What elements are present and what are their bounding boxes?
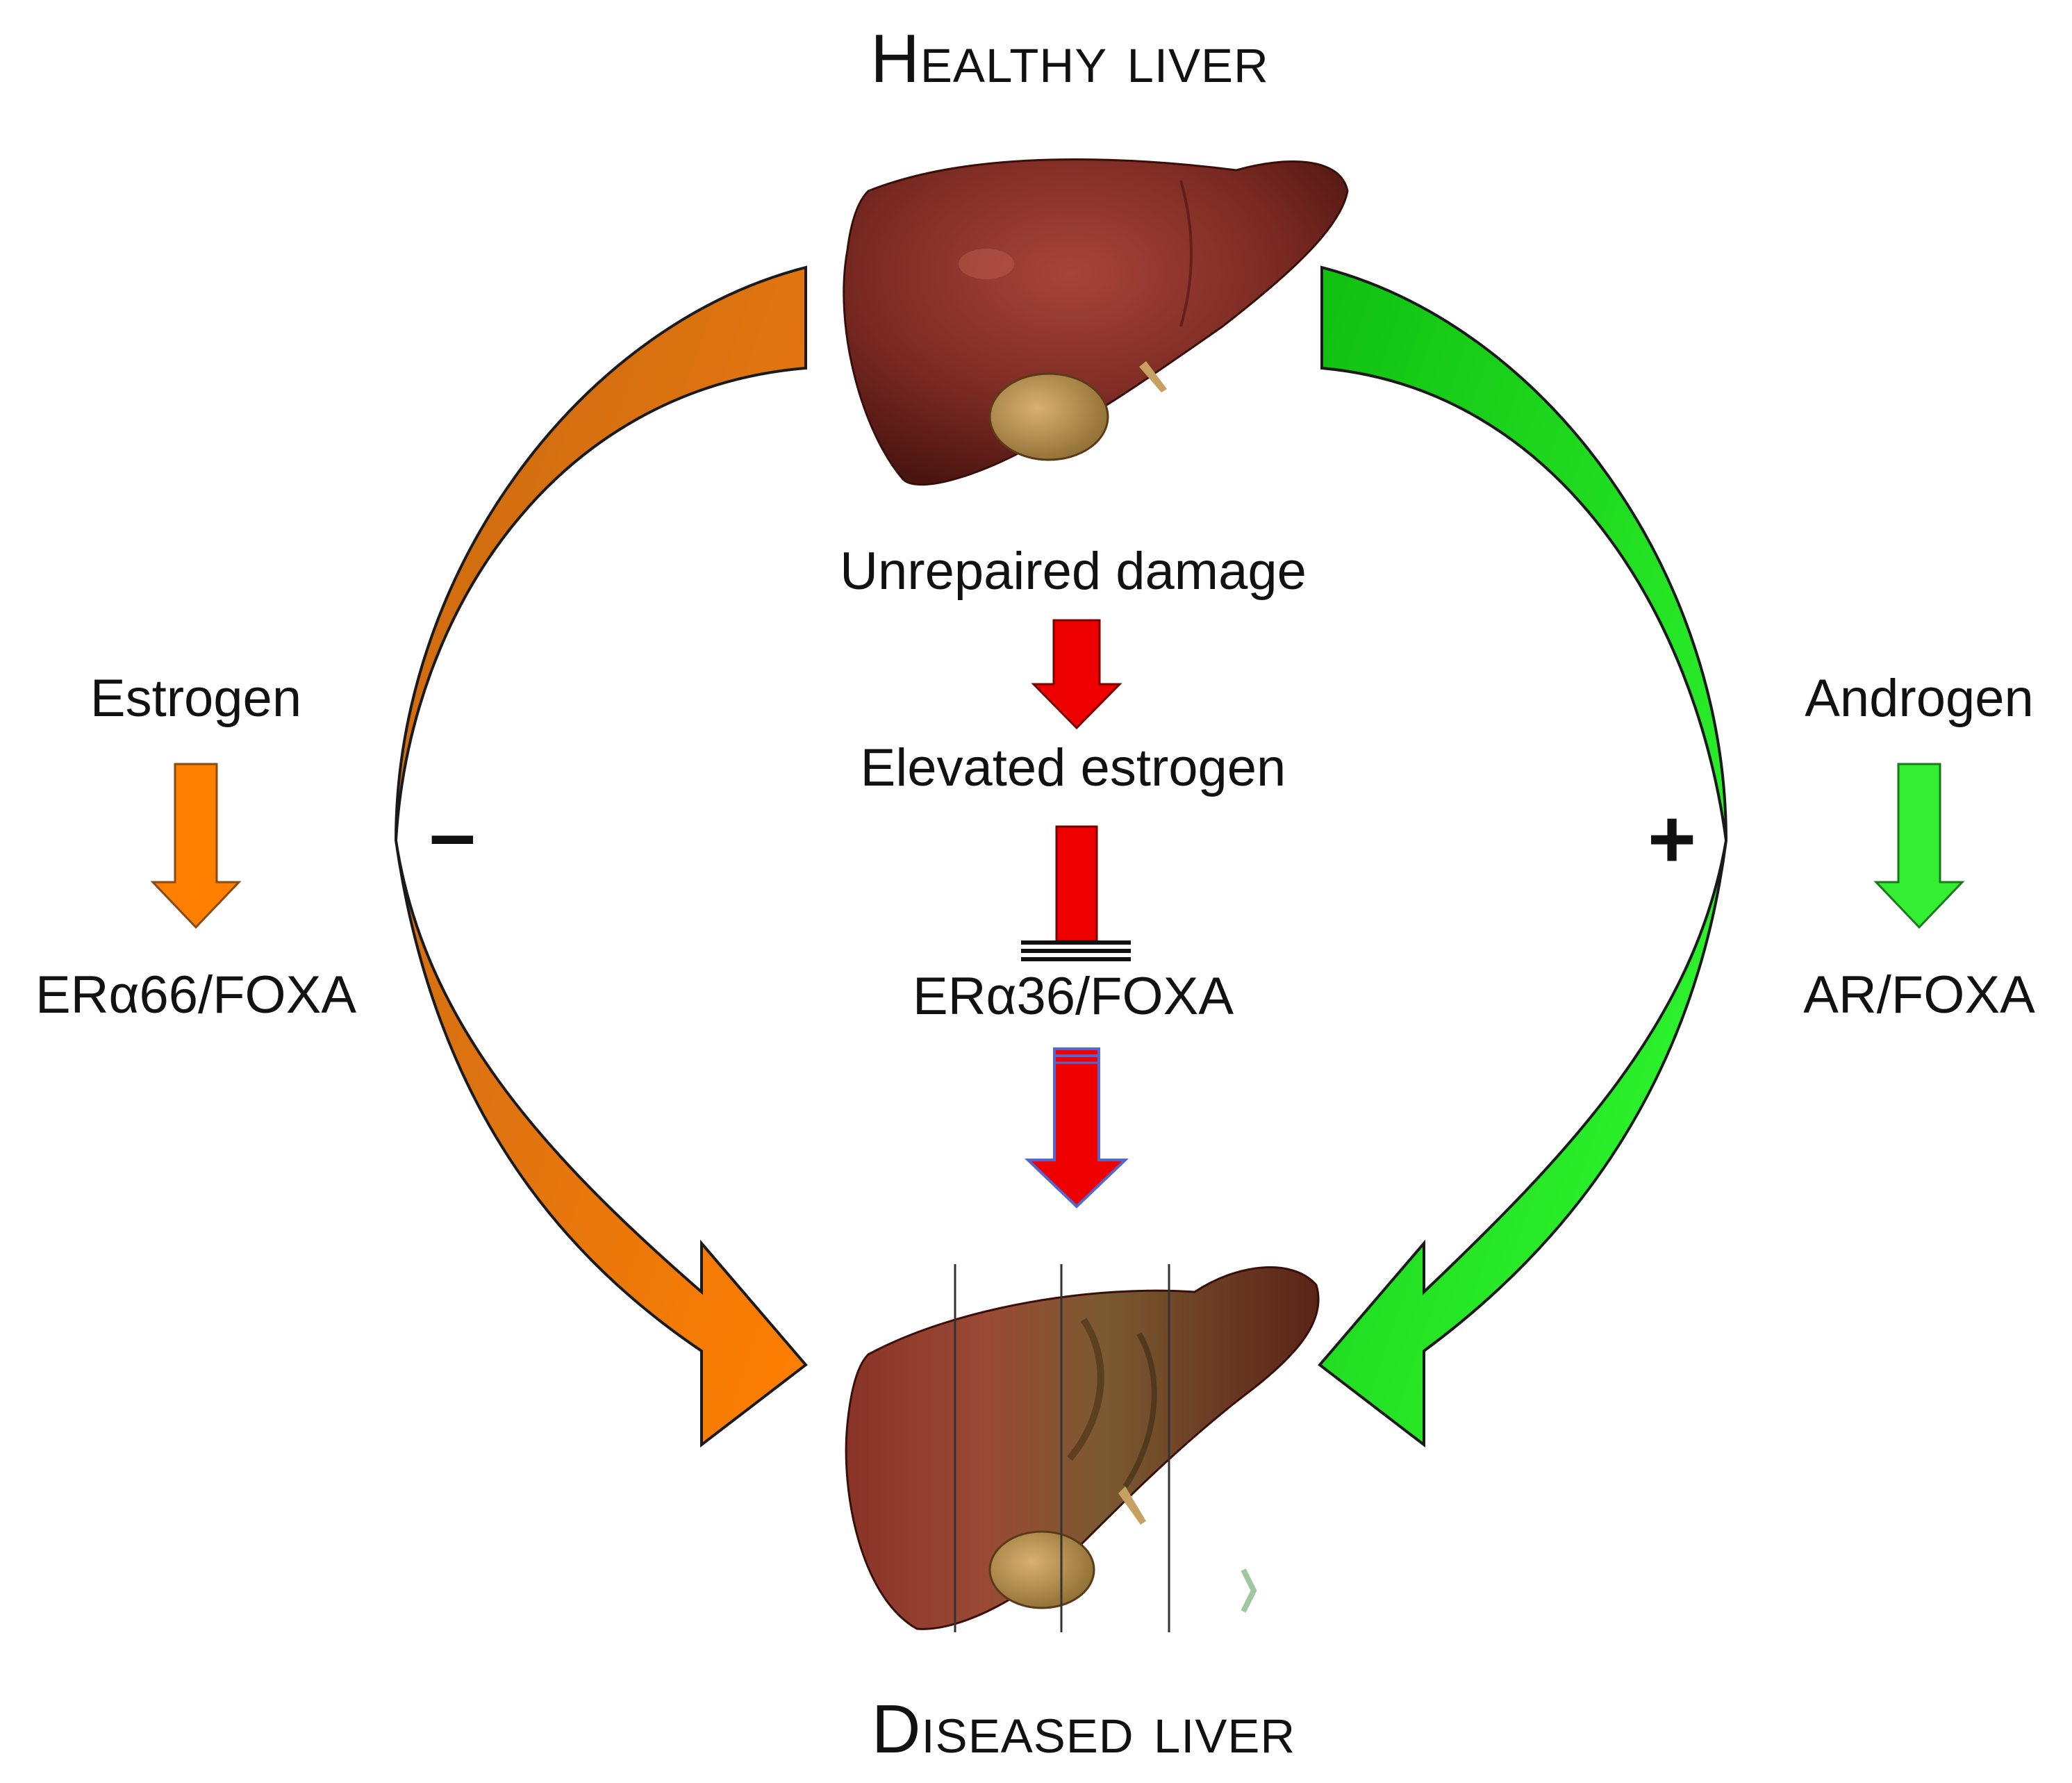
estrogen-curved-arrow (394, 265, 808, 1448)
androgen-curved-arrow (1318, 265, 1728, 1448)
era36-foxa-label: ERα36/FOXA (912, 967, 1234, 1026)
receptor-to-disease-arrow (1025, 1047, 1129, 1209)
unrepaired-damage-label: Unrepaired damage (840, 542, 1307, 601)
healthy-liver-title: Healthy liver (870, 20, 1269, 97)
diseased-liver-title: Diseased liver (871, 1691, 1296, 1767)
androgen-label: Androgen (1805, 669, 2034, 728)
estrogen-down-arrow (150, 763, 242, 929)
elevated-estrogen-label: Elevated estrogen (860, 738, 1286, 797)
ar-foxa-label: AR/FOXA (1803, 965, 2035, 1025)
healthy-liver-image (843, 158, 1349, 486)
diseased-liver-image (845, 1264, 1320, 1632)
negative-sign: – (429, 787, 476, 880)
estrogen-label: Estrogen (90, 669, 302, 728)
era66-foxa-label: ERα66/FOXA (35, 965, 357, 1025)
androgen-down-arrow (1873, 763, 1965, 929)
inhibition-bar (1021, 825, 1131, 961)
damage-to-estrogen-arrow (1031, 619, 1122, 730)
positive-sign: + (1648, 793, 1697, 886)
